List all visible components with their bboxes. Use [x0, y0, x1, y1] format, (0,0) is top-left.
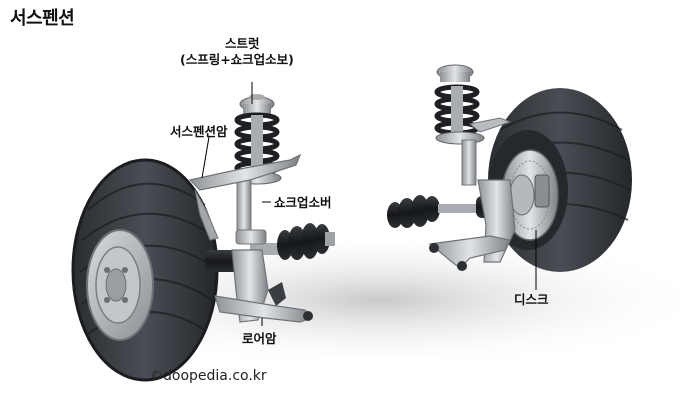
watermark-text: doopedia.co.kr [163, 368, 267, 384]
leader-lines [201, 82, 537, 326]
left-wheel [71, 158, 219, 382]
page-title: 서스펜션 [10, 8, 75, 29]
right-strut [434, 64, 512, 186]
label-lower-arm: 로어암 [242, 331, 277, 346]
disc-brake [501, 149, 559, 241]
label-disc: 디스크 [514, 292, 549, 307]
label-strut-line1: 스트럿 [225, 36, 260, 51]
watermark: ©doopedia.co.kr [150, 368, 267, 384]
copyright-symbol: © [150, 369, 163, 384]
label-suspension-arm: 서스펜션암 [170, 124, 228, 139]
left-suspension-arm [188, 153, 302, 191]
label-strut: 스트럿 [225, 36, 260, 52]
label-strut-detail: (스프링+쇼크업소보) [180, 52, 294, 67]
label-shock-absorber: 쇼크업소버 [274, 195, 332, 210]
right-lower-arm [428, 235, 511, 269]
